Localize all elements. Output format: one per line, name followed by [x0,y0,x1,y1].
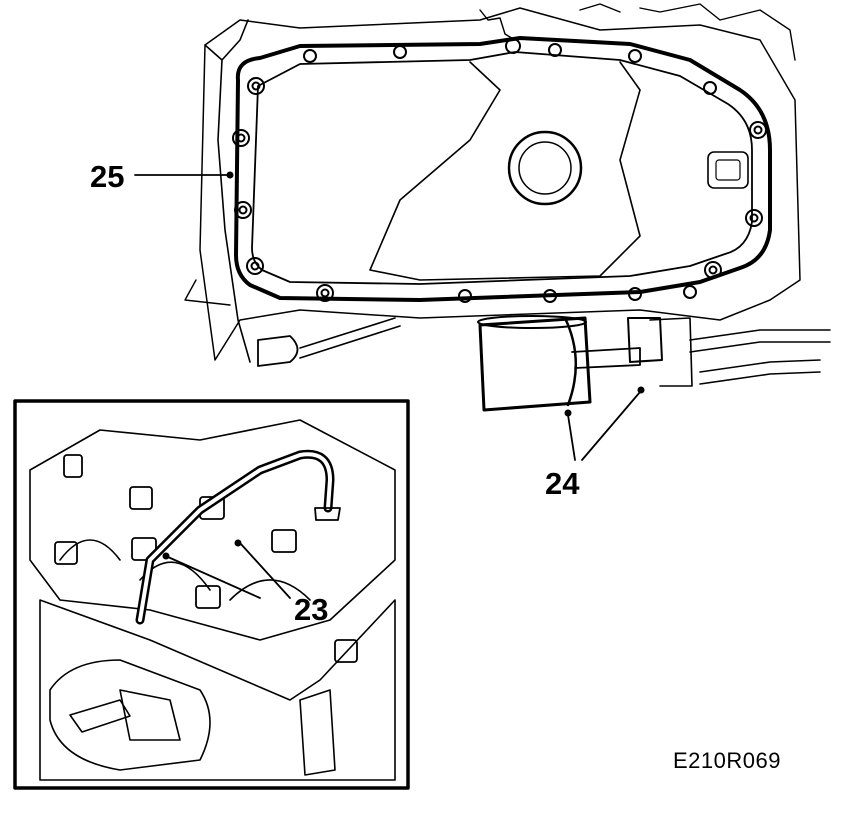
inset-frame [13,399,410,790]
callout-24: 24 [545,466,580,501]
oil-filter [477,315,663,412]
figure-code: E210R069 [673,748,781,773]
callout-25: 25 [90,159,125,194]
leader-lines [134,174,641,599]
inset-engine-detail [29,419,396,781]
oil-pan [184,3,831,387]
leader-dots [162,171,645,560]
callout-23: 23 [294,592,329,627]
